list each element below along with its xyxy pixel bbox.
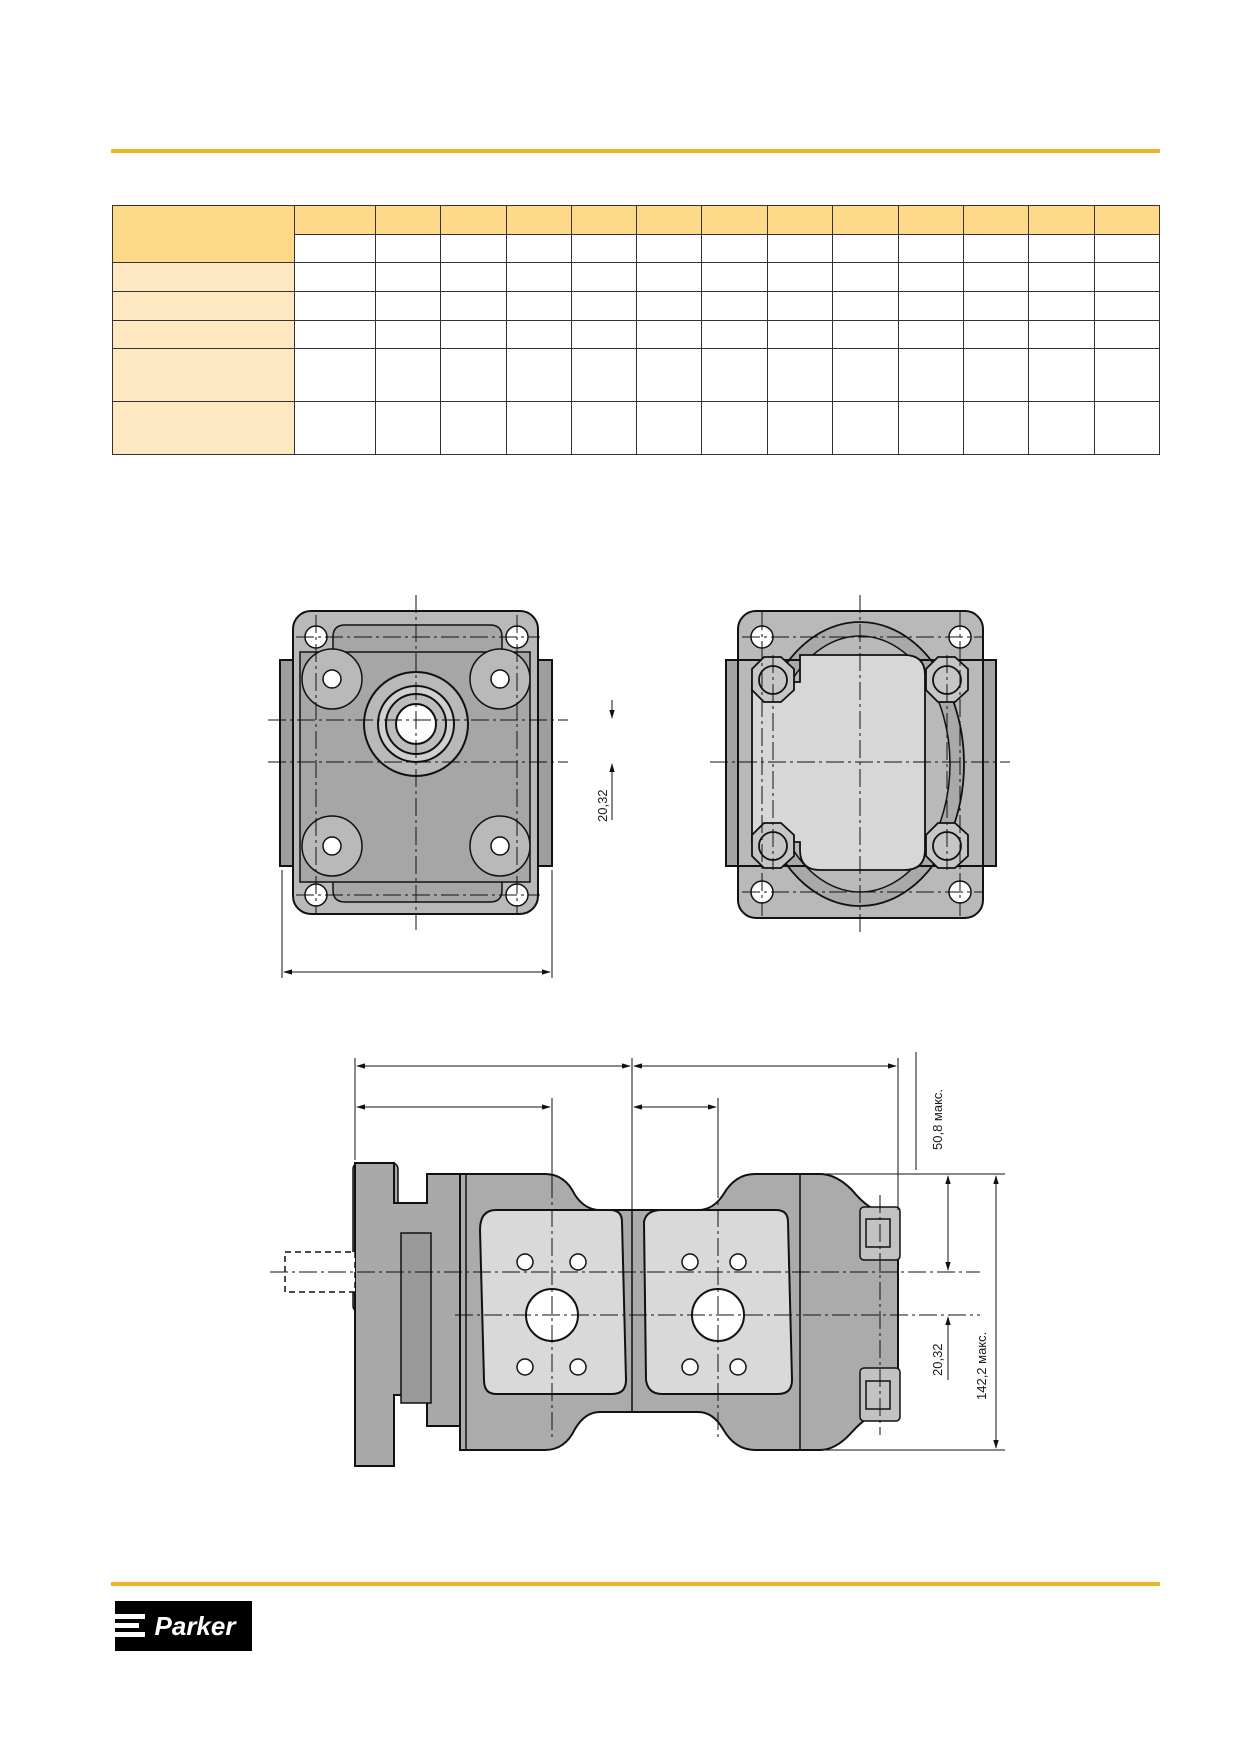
side-bolt-bottom xyxy=(859,1367,901,1422)
rear-centerlines xyxy=(710,595,1010,932)
table-header-row xyxy=(112,205,1160,263)
table-row xyxy=(112,262,1160,292)
front-boss-tr xyxy=(469,648,531,710)
parker-logo: Parker xyxy=(115,1601,252,1651)
rear-view xyxy=(725,610,997,919)
table-row xyxy=(112,348,1160,402)
front-boss-bl xyxy=(301,815,363,877)
table-row xyxy=(113,234,1160,263)
front-dimensions xyxy=(281,700,615,978)
table-row xyxy=(112,320,1160,349)
table-row xyxy=(112,291,1160,321)
side-offset-dimension: 20,32 xyxy=(930,1343,945,1376)
top-accent-rule xyxy=(111,149,1160,153)
bottom-accent-rule xyxy=(111,1582,1160,1586)
specification-table xyxy=(112,205,1160,455)
svg-text:Parker: Parker xyxy=(155,1611,238,1641)
side-dimensions xyxy=(354,1052,1005,1451)
side-total-height-dimension: 142,2 макс. xyxy=(974,1332,989,1400)
front-boss-tl xyxy=(301,648,363,710)
side-top-height-dimension: 50,8 макс. xyxy=(930,1089,945,1150)
side-view xyxy=(284,1162,901,1467)
side-centerlines xyxy=(270,1180,980,1440)
front-boss-br xyxy=(469,815,531,877)
table-row xyxy=(112,401,1160,455)
front-centerlines xyxy=(268,595,568,930)
front-offset-dimension: 20,32 xyxy=(595,789,610,822)
